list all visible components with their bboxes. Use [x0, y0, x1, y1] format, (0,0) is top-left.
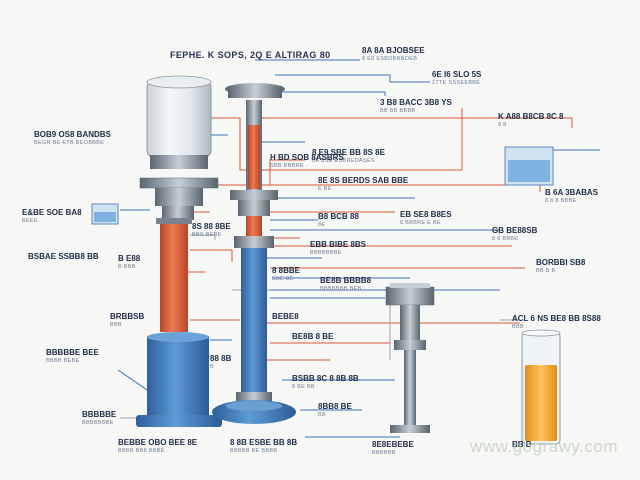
red-connector: [190, 319, 520, 324]
blue-base-top: [147, 332, 209, 342]
top-cap-body: [228, 86, 282, 98]
blue-connector: [268, 91, 386, 96]
connector-lines: [117, 59, 600, 438]
red-column-collar: [156, 218, 192, 224]
stand-rod: [404, 350, 416, 425]
red-segment: [246, 216, 262, 238]
red-connector: [262, 117, 573, 128]
red-connector: [265, 237, 512, 247]
foot-base-top: [226, 401, 282, 411]
label-left-c: BSBAE SSBB8 BB: [28, 252, 99, 261]
blue-connector: [275, 74, 430, 83]
stand-head-plate: [390, 283, 430, 288]
stand-head: [385, 286, 435, 306]
reservoir-top: [146, 75, 212, 89]
blue-shaft: [241, 248, 267, 398]
label-bot-d: BB B: [512, 440, 532, 449]
lower-collar: [236, 392, 272, 402]
center-column-apparatus: [212, 83, 296, 424]
base-plate: [136, 415, 222, 427]
red-connector: [190, 249, 233, 262]
blue-connector: [117, 369, 151, 393]
grey-connector: [190, 234, 216, 240]
red-connector: [200, 108, 463, 171]
upper-neck: [162, 206, 194, 220]
stand-foot: [390, 425, 430, 433]
lower-flange: [234, 236, 274, 248]
inset-water-fill-left: [94, 212, 116, 222]
mid-flange: [230, 190, 278, 200]
right-stand-apparatus: [385, 283, 435, 433]
glass-reservoir: [146, 79, 212, 159]
clamp-block: [155, 188, 203, 206]
reservoir-collar: [150, 155, 208, 169]
red-inner-tube: [248, 125, 260, 189]
red-connector: [206, 159, 305, 186]
diagram-title: FEPHE. K SOPS, 2Q E ALTIRAG 80: [170, 50, 331, 60]
blue-base-cylinder: [147, 336, 209, 420]
mid-clamp: [238, 200, 270, 216]
stand-neck: [400, 305, 420, 345]
inset-boxes: [91, 146, 554, 225]
liquid-beaker: [521, 329, 561, 445]
flange-plate: [139, 177, 219, 189]
inset-water-fill-right: [508, 160, 550, 182]
beaker-liquid: [525, 365, 557, 441]
beaker-rim: [521, 329, 561, 337]
label-mid-k: BE8B 8 BE: [292, 332, 334, 341]
stand-collar: [394, 340, 426, 350]
label-mid-j: BEBE8: [272, 312, 299, 321]
red-column: [160, 220, 188, 332]
left-column-apparatus: [136, 75, 222, 427]
watermark-text: www.gograwy.com: [470, 437, 618, 456]
